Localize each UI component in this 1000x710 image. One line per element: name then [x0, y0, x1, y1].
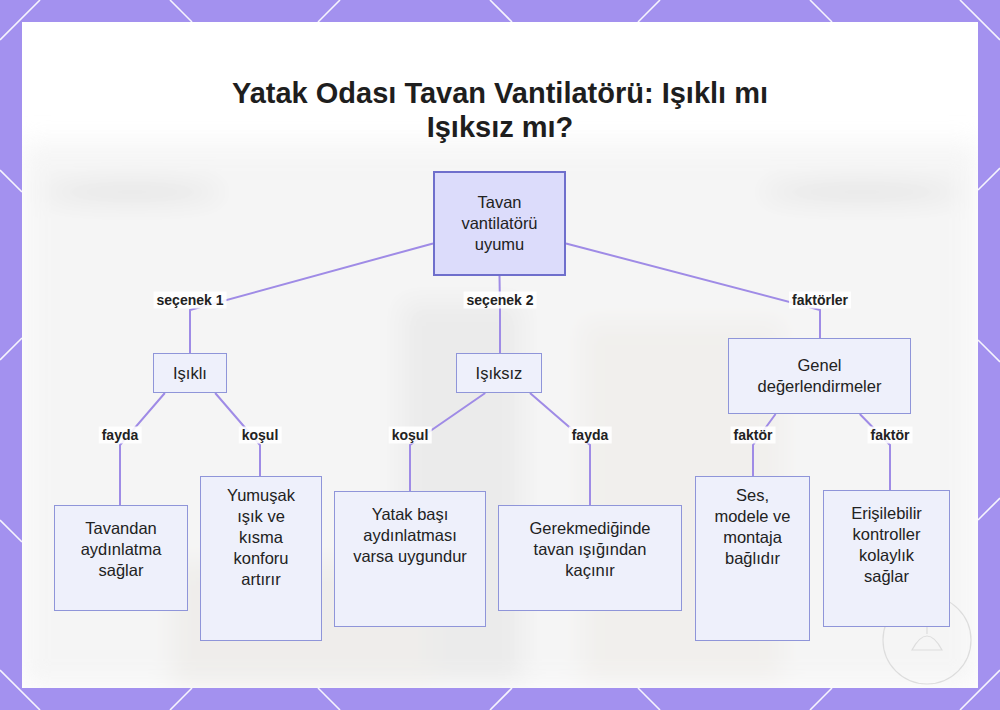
connector-line	[753, 414, 776, 476]
node-text: Ses, modele ve montaja bağlıdır	[710, 485, 795, 569]
leaf-box: Tavandan aydınlatma sağlar	[54, 505, 188, 611]
connector-line	[566, 243, 820, 338]
branch-box: Genel değerlendirmeler	[728, 338, 911, 414]
node-text: Genel değerlendirmeler	[739, 355, 900, 397]
node-text: Yatak başı aydınlatması varsa uygundur	[353, 504, 467, 567]
edge-label: fayda	[99, 427, 142, 444]
edge-label: koşul	[389, 427, 432, 444]
leaf-box: Erişilebilir kontroller kolaylık sağlar	[823, 490, 950, 627]
leaf-box: Ses, modele ve montaja bağlıdır	[695, 476, 810, 641]
node-text: Işıksız	[476, 363, 523, 384]
connector-line	[499, 276, 502, 353]
node-text: Tavan vantilatörü uyumu	[445, 192, 554, 255]
connector-line	[860, 414, 890, 490]
connector-line	[530, 393, 590, 505]
edge-label: seçenek 1	[154, 292, 227, 309]
diagram-title: Yatak Odası Tavan Vantilatörü: Işıklı mı…	[220, 76, 780, 144]
leaf-box: Gerekmediğinde tavan ışığından kaçınır	[498, 505, 682, 611]
root-box: Tavan vantilatörü uyumu	[433, 171, 566, 276]
branch-box: Işıklı	[153, 353, 227, 393]
connector-line	[120, 393, 165, 505]
node-text: Işıklı	[173, 363, 207, 384]
node-text: Erişilebilir kontroller kolaylık sağlar	[838, 503, 935, 587]
edge-label: faktör	[868, 427, 913, 444]
node-text: Yumuşak ışık ve kısma konforu artırır	[219, 485, 303, 590]
edge-label: faktörler	[789, 292, 851, 309]
edge-label: seçenek 2	[464, 292, 537, 309]
leaf-box: Yumuşak ışık ve kısma konforu artırır	[200, 476, 322, 641]
node-text: Tavandan aydınlatma sağlar	[69, 518, 173, 581]
leaf-box: Yatak başı aydınlatması varsa uygundur	[334, 491, 486, 627]
edge-label: koşul	[239, 427, 282, 444]
branch-box: Işıksız	[456, 353, 542, 393]
edge-label: fayda	[569, 427, 612, 444]
node-text: Gerekmediğinde tavan ışığından kaçınır	[513, 518, 667, 581]
edge-label: faktör	[731, 427, 776, 444]
